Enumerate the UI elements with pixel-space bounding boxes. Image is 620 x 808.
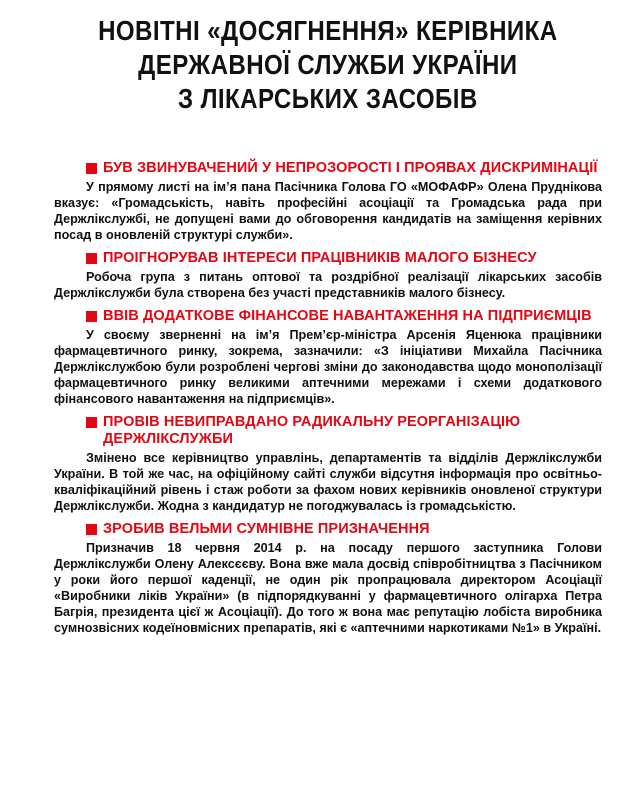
section-heading: ПРОВІВ НЕВИПРАВДАНО РАДИКАЛЬНУ РЕОРГАНІЗ… [86,414,602,448]
article-sections: БУВ ЗВИНУВАЧЕНИЙ У НЕПРОЗОРОСТІ І ПРОЯВА… [54,160,602,636]
title-line-1: НОВІТНІ «ДОСЯГНЕННЯ» КЕРІВНИКА [98,15,558,46]
red-square-icon [86,163,97,174]
section-heading: ЗРОБИВ ВЕЛЬМИ СУМНІВНЕ ПРИЗНАЧЕННЯ [86,521,602,538]
section-body: Робоча група з питань оптової та роздріб… [54,270,602,300]
section-heading: ВВІВ ДОДАТКОВЕ ФІНАНСОВЕ НАВАНТАЖЕННЯ НА… [86,308,602,325]
title-line-2: ДЕРЖАВНОЇ СЛУЖБИ УКРАЇНИ [138,49,518,80]
section-heading-text: ВВІВ ДОДАТКОВЕ ФІНАНСОВЕ НАВАНТАЖЕННЯ НА… [103,308,592,324]
section-heading-text: ПРОІГНОРУВАВ ІНТЕРЕСИ ПРАЦІВНИКІВ МАЛОГО… [103,250,537,266]
section-heading: ПРОІГНОРУВАВ ІНТЕРЕСИ ПРАЦІВНИКІВ МАЛОГО… [86,250,602,267]
title-line-3: З ЛІКАРСЬКИХ ЗАСОБІВ [178,83,478,114]
section-heading-text: ПРОВІВ НЕВИПРАВДАНО РАДИКАЛЬНУ РЕОРГАНІЗ… [103,414,521,447]
section-body: Змінено все керівництво управлінь, депар… [54,451,602,513]
section-reorganization: ПРОВІВ НЕВИПРАВДАНО РАДИКАЛЬНУ РЕОРГАНІЗ… [54,414,602,514]
red-square-icon [86,253,97,264]
section-small-business: ПРОІГНОРУВАВ ІНТЕРЕСИ ПРАЦІВНИКІВ МАЛОГО… [54,250,602,301]
section-discrimination: БУВ ЗВИНУВАЧЕНИЙ У НЕПРОЗОРОСТІ І ПРОЯВА… [54,160,602,243]
red-square-icon [86,417,97,428]
section-heading-text: БУВ ЗВИНУВАЧЕНИЙ У НЕПРОЗОРОСТІ І ПРОЯВА… [103,160,598,176]
section-appointment: ЗРОБИВ ВЕЛЬМИ СУМНІВНЕ ПРИЗНАЧЕННЯ Призн… [54,521,602,636]
section-heading-text: ЗРОБИВ ВЕЛЬМИ СУМНІВНЕ ПРИЗНАЧЕННЯ [103,521,430,537]
red-square-icon [86,311,97,322]
section-heading: БУВ ЗВИНУВАЧЕНИЙ У НЕПРОЗОРОСТІ І ПРОЯВА… [86,160,602,177]
section-body: Призначив 18 червня 2014 р. на посаду пе… [54,541,602,635]
red-square-icon [86,524,97,535]
section-body: У своєму зверненні на ім’я Прем’єр-мініс… [54,328,602,406]
article-title: НОВІТНІ «ДОСЯГНЕННЯ» КЕРІВНИКА ДЕРЖАВНОЇ… [55,14,602,116]
section-financial-burden: ВВІВ ДОДАТКОВЕ ФІНАНСОВЕ НАВАНТАЖЕННЯ НА… [54,308,602,407]
section-body: У прямому листі на ім’я пана Пасічника Г… [54,180,602,242]
